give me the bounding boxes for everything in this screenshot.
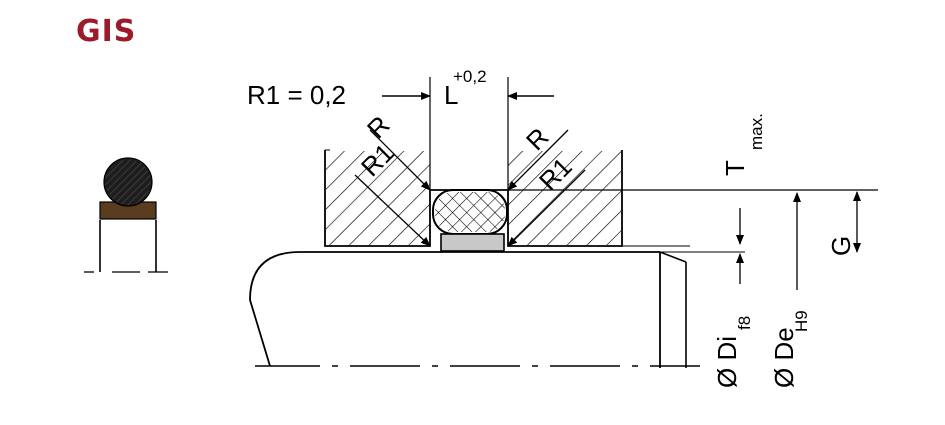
de-symbol-label: Ø De bbox=[769, 327, 799, 388]
backup-ring-section bbox=[440, 233, 505, 252]
t-suffix-label: max. bbox=[747, 113, 766, 150]
groove-tolerance-label: +0,2 bbox=[453, 67, 487, 86]
seal-icon bbox=[84, 157, 168, 273]
r1-value-label: R1 = 0,2 bbox=[247, 80, 346, 110]
shaft bbox=[249, 245, 745, 368]
groove-width-label: L bbox=[444, 80, 458, 110]
radius-leaders bbox=[354, 129, 586, 247]
gap-label: G bbox=[826, 236, 856, 256]
di-symbol-label: Ø Di bbox=[712, 336, 742, 388]
di-fit-label: f8 bbox=[735, 316, 754, 330]
de-fit-label: H9 bbox=[792, 310, 811, 332]
brand-logo: GIS bbox=[76, 14, 137, 49]
t-symbol-label: T bbox=[720, 160, 750, 176]
dim-groove-width bbox=[382, 77, 554, 190]
